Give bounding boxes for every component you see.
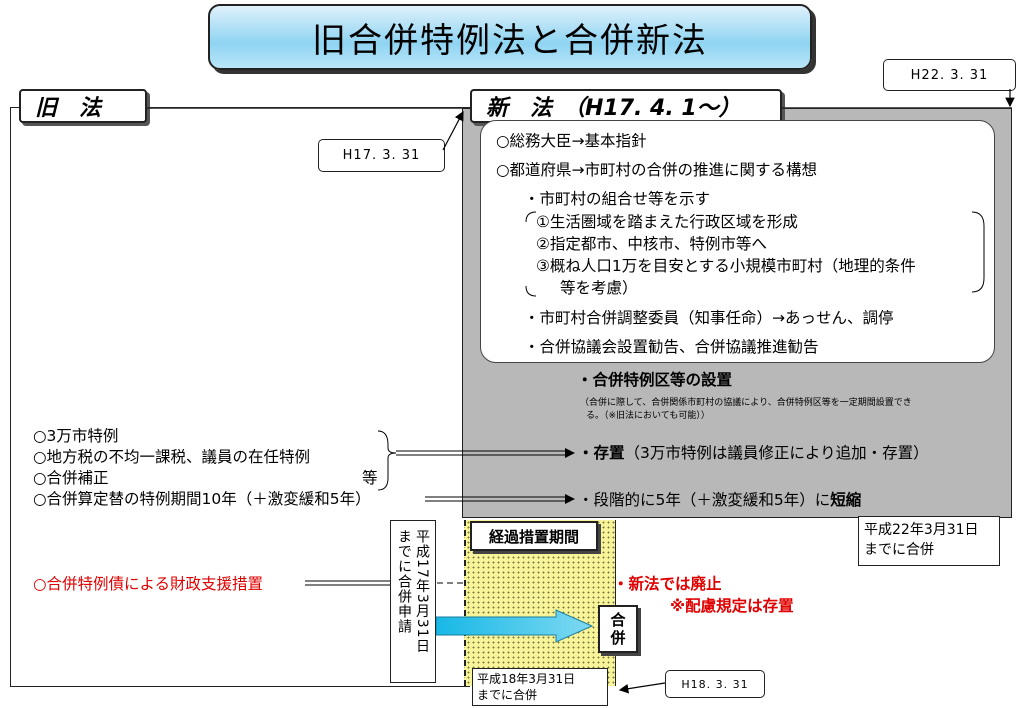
new-law-guidance-box: [480, 120, 995, 363]
merger-deadline-h18: 平成18年3月31日 までに合併: [472, 668, 608, 706]
special-district-heading: ・合併特例区等の設置: [577, 371, 733, 389]
guidance-line-2: ○都道府県→市町村の合併の推進に関する構想: [496, 161, 818, 179]
sub-list-brackets: [525, 211, 985, 297]
old-item-merger-correction: ○合併補正: [33, 469, 109, 487]
old-item-etc: 等: [362, 469, 378, 487]
merge-arrow: [436, 609, 594, 643]
date-tag-h17: H17. 3. 31: [318, 139, 445, 172]
special-district-note-1: （合併に際して、合併関係市町村の協議により、合併特例区等を一定期間設置でき: [580, 398, 912, 408]
application-deadline-date: 平成17年3月31日: [414, 529, 430, 654]
application-deadline-text: までに合併申請: [396, 529, 412, 634]
result-retain: ・存置（3万市特例は議員修正により追加・存置）: [578, 443, 929, 463]
date-tag-h18: H18. 3. 31: [665, 670, 765, 698]
merger-deadline-h18-date: 平成18年3月31日: [477, 672, 576, 686]
old-item-30k-city: ○3万市特例: [33, 427, 119, 445]
page-title: 旧合併特例法と合併新法: [208, 4, 812, 70]
old-law-tab: 旧 法: [19, 89, 147, 123]
old-item-local-tax: ○地方税の不均一課税、議員の在任特例: [33, 448, 311, 466]
new-law-tab: 新 法 （H17. 4. 1～）: [470, 89, 782, 123]
guidance-line-5: ・合併協議会設置勧告、合併協議推進勧告: [524, 338, 819, 356]
special-district-note-2: る。（※旧法においても可能））: [586, 411, 710, 421]
result-shorten-text: ・段階的に5年（＋激変緩和5年）に: [578, 491, 831, 509]
guidance-line-4: ・市町村合併調整委員（知事任命）→あっせん、調停: [524, 309, 894, 327]
old-item-special-bond: ○合併特例債による財政支援措置: [33, 575, 264, 593]
abolished-note: ・新法では廃止: [613, 575, 722, 593]
guidance-sub-3: ③概ね人口1万を目安とする小規模市町村（地理的条件: [536, 257, 916, 275]
merger-deadline-h22-text: までに合併: [864, 542, 934, 558]
guidance-line-3: ・市町村の組合せ等を示す: [524, 190, 711, 208]
guidance-line-1: ○総務大臣→基本指針: [496, 132, 647, 150]
guidance-sub-1: ①生活圏域を踏まえた行政区域を形成: [536, 213, 798, 231]
guidance-sub-4: 等を考慮）: [560, 279, 638, 297]
merge-box: 合併: [598, 605, 638, 653]
date-tag-h22: H22. 3. 31: [883, 59, 1016, 91]
result-shorten: ・段階的に5年（＋激変緩和5年）に短縮: [578, 490, 861, 510]
merger-deadline-h22-date: 平成22年3月31日: [864, 522, 979, 538]
transition-period-label: 経過措置期間: [470, 521, 598, 551]
old-item-calculation: ○合併算定替の特例期間10年（＋激変緩和5年）: [33, 490, 371, 508]
merger-deadline-h18-text: までに合併: [477, 688, 538, 702]
consideration-note: ※配慮規定は存置: [670, 597, 794, 615]
result-shorten-bold: 短縮: [830, 491, 862, 509]
application-deadline-box: 平成17年3月31日 までに合併申請: [390, 520, 436, 683]
merger-deadline-h22: 平成22年3月31日 までに合併: [858, 516, 1000, 566]
result-retain-bold: ・存置: [578, 444, 625, 462]
result-retain-text: （3万市特例は議員修正により追加・存置）: [624, 444, 929, 462]
guidance-sub-2: ②指定都市、中核市、特例市等へ: [536, 235, 767, 253]
